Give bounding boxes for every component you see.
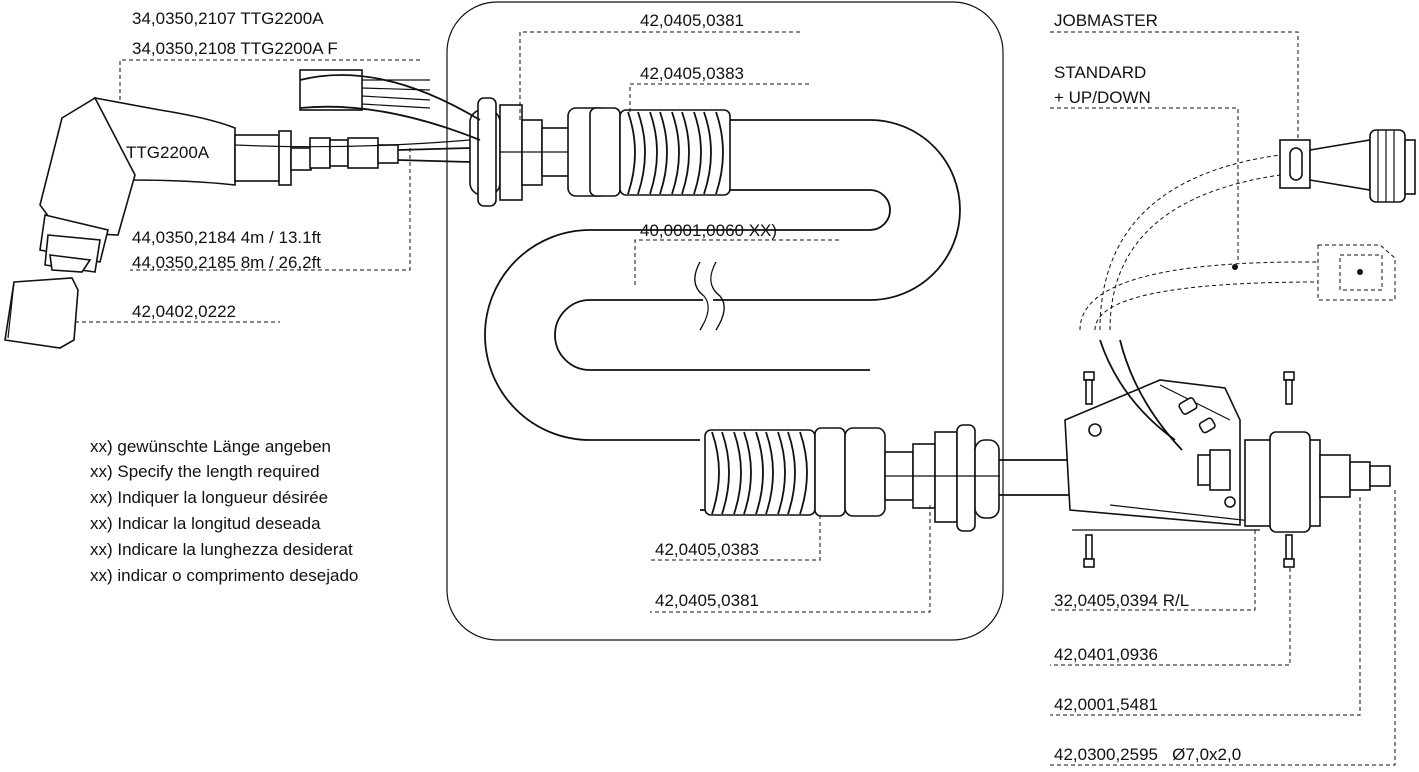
- note-line: xx) Indiquer la longueur désirée: [90, 488, 328, 507]
- label-coupling-bottom: 42,0405,0381: [655, 591, 759, 610]
- label-hose-2185: 44,0350,2185 8m / 26,2ft: [132, 253, 321, 272]
- lower-coupling: [814, 424, 1000, 532]
- label-jobmaster: JOBMASTER: [1054, 11, 1158, 30]
- label-torch-2107: 34,0350,2107 TTG2200A: [132, 9, 324, 28]
- label-spring-bottom: 42,0405,0383: [655, 540, 759, 559]
- torch-connectors: [234, 69, 481, 169]
- note-line: xx) indicar o comprimento desejado: [90, 566, 358, 585]
- label-coupling-top: 42,0405,0381: [640, 11, 744, 30]
- label-cable-xx: 40,0001,0060 XX): [640, 221, 777, 240]
- note-line: xx) Indicar la longitud deseada: [90, 514, 321, 533]
- lower-spring: [704, 429, 816, 516]
- note-line: xx) gewünschte Länge angeben: [90, 437, 331, 456]
- note-line: xx) Indicare la lunghezza desiderat: [90, 540, 353, 559]
- label-oring: 42,0300,2595 Ø7,0x2,0: [1054, 745, 1241, 764]
- label-screw: 42,0401,0936: [1054, 645, 1158, 664]
- label-torch-name: TTG2200A: [126, 143, 210, 162]
- label-hose-2184: 44,0350,2184 4m / 13.1ft: [132, 228, 321, 247]
- upper-spring: [619, 109, 731, 196]
- label-updown: + UP/DOWN: [1054, 88, 1151, 107]
- label-torch-2108: 34,0350,2108 TTG2200A F: [132, 39, 338, 58]
- handle-assembly: [1064, 339, 1391, 533]
- label-spring-top: 42,0405,0383: [640, 64, 744, 83]
- label-nut: 42,0001,5481: [1054, 695, 1158, 714]
- length-notes: xx) gewünschte Länge angeben xx) Specify…: [90, 437, 358, 585]
- label-nozzle: 42,0402,0222: [132, 302, 236, 321]
- label-standard: STANDARD: [1054, 63, 1146, 82]
- jobmaster-module: [1099, 129, 1416, 331]
- updown-module: [1079, 244, 1396, 331]
- screws: [1083, 371, 1295, 568]
- label-handle: 32,0405,0394 R/L: [1054, 591, 1189, 610]
- leader-lines: [75, 31, 1396, 766]
- upper-coupling: [469, 97, 621, 207]
- hose-assembly-frame: [446, 1, 1004, 641]
- note-line: xx) Specify the length required: [90, 462, 320, 481]
- gas-nozzle: [4, 277, 79, 349]
- torch-head: [39, 96, 312, 273]
